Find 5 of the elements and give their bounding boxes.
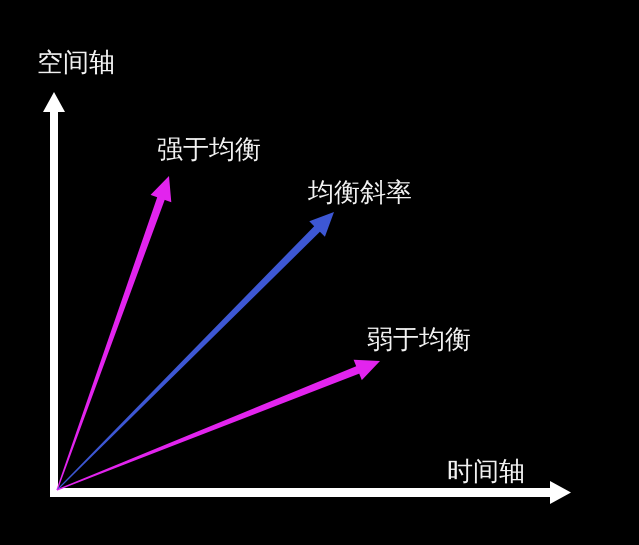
vector-label: 弱于均衡: [367, 327, 471, 353]
vector-label: 均衡斜率: [308, 180, 412, 206]
axis-label: 空间轴: [37, 50, 115, 76]
vector-label: 强于均衡: [157, 137, 261, 163]
axis-label: 时间轴: [447, 459, 525, 485]
